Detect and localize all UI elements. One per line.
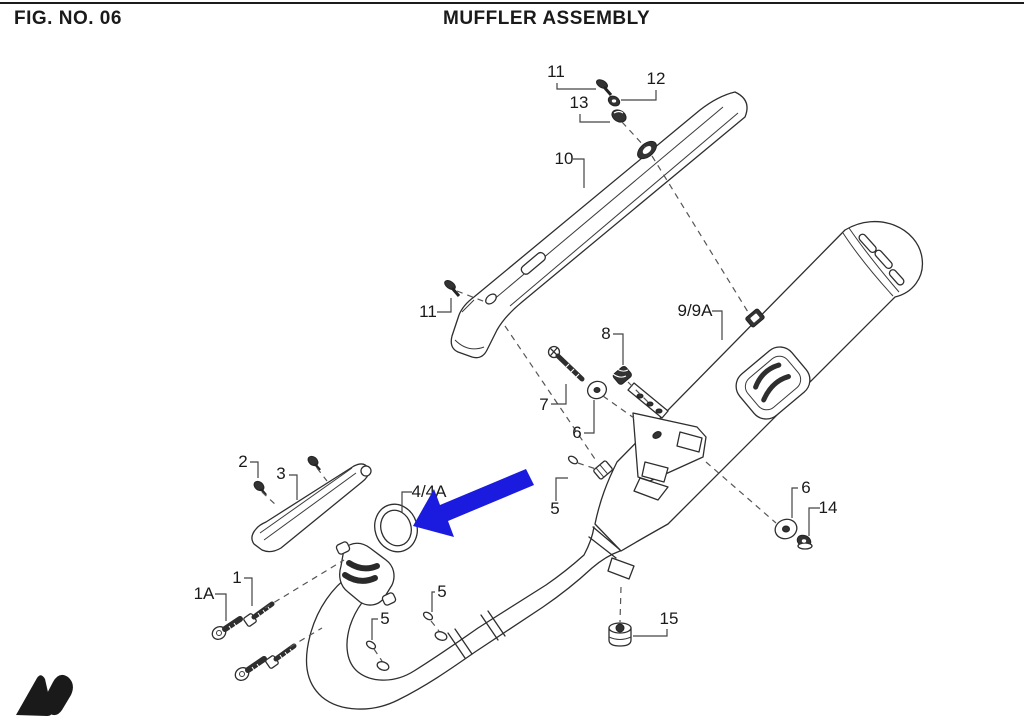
callout-4-4A: 4/4A [412,482,448,501]
bolt-1b [265,643,297,669]
damper-8 [612,365,632,385]
callout-1A: 1A [194,584,215,603]
brand-logo-muffler-silhouette [16,674,73,716]
page-title: MUFFLER ASSEMBLY [443,8,651,29]
figure-number: FIG. NO. 06 [14,8,122,29]
muffler-mount-pad [735,346,811,420]
callout-13: 13 [570,93,589,112]
callout-1: 1 [232,568,241,587]
nut-14 [796,534,813,550]
cap-nut-13 [611,109,627,123]
screw-11-lower [444,280,461,297]
part-header-pipe [305,460,635,710]
pin-5-left [365,640,377,650]
callout-5-left: 5 [380,609,389,628]
pipe-flange [335,541,397,606]
callout-9-9A: 9/9A [678,301,714,320]
part-muffler-body [588,220,924,559]
callout-5-center: 5 [550,499,559,518]
muffler-shield-clip [745,308,765,328]
part-lower-heat-shield [251,463,372,553]
callout-leader-lines [215,83,820,640]
washer-6-right [774,518,798,540]
bolt-1A-a [211,616,243,640]
callout-6-center: 6 [572,423,581,442]
callout-14: 14 [819,498,838,517]
bolt-1a [243,601,275,627]
callout-7: 7 [539,395,548,414]
bolt-7 [547,345,585,382]
bolt-1A-b [234,656,267,681]
fasteners [211,79,813,681]
pin-5-center [567,455,579,465]
callout-8: 8 [601,324,610,343]
assembly-dashed-lines [261,121,777,662]
callout-11-lower: 11 [419,302,437,321]
highlight-arrow [413,469,534,537]
pin-5-right [422,611,434,621]
part-exhaust-gasket [374,503,418,553]
callout-2: 2 [238,452,247,471]
screw-2a [253,480,267,496]
callout-6-right: 6 [801,478,810,497]
grommet-15 [608,622,632,647]
callout-12: 12 [647,69,666,88]
callout-11-upper: 11 [547,62,565,81]
callout-labels: 11 12 13 10 11 9/9A 8 7 6 5 2 3 4/4A 1 1A 5 5 6 14 15 [194,62,838,628]
top-border-rule [0,2,1024,4]
washer-6-center [586,380,608,400]
callout-5-right: 5 [437,582,446,601]
callout-15: 15 [660,609,679,628]
nut-12 [607,95,621,107]
screw-2b [307,455,321,471]
callout-3: 3 [276,464,285,483]
callout-10: 10 [555,149,574,168]
screw-11-upper [596,79,613,96]
part-upper-heat-shield [450,91,748,359]
